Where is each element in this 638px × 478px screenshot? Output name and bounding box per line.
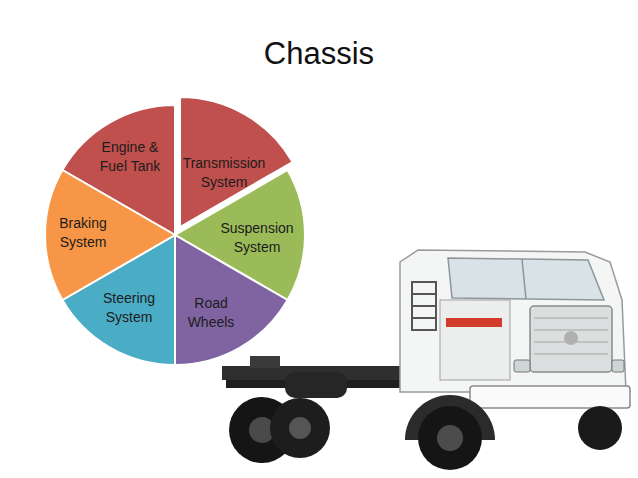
slice-label: Transmission System xyxy=(178,154,270,192)
slice-label: Steering System xyxy=(94,289,164,327)
slice-wedge xyxy=(45,170,175,300)
slice-label: Engine & Fuel Tank xyxy=(88,138,172,176)
slide-title: Chassis xyxy=(0,36,638,72)
pie-slice: Braking System xyxy=(45,105,305,365)
slice-wedge xyxy=(175,235,288,365)
slice-label: Suspension System xyxy=(214,219,300,257)
slice-label: Road Wheels xyxy=(180,294,242,332)
slice-label: Braking System xyxy=(50,214,116,252)
